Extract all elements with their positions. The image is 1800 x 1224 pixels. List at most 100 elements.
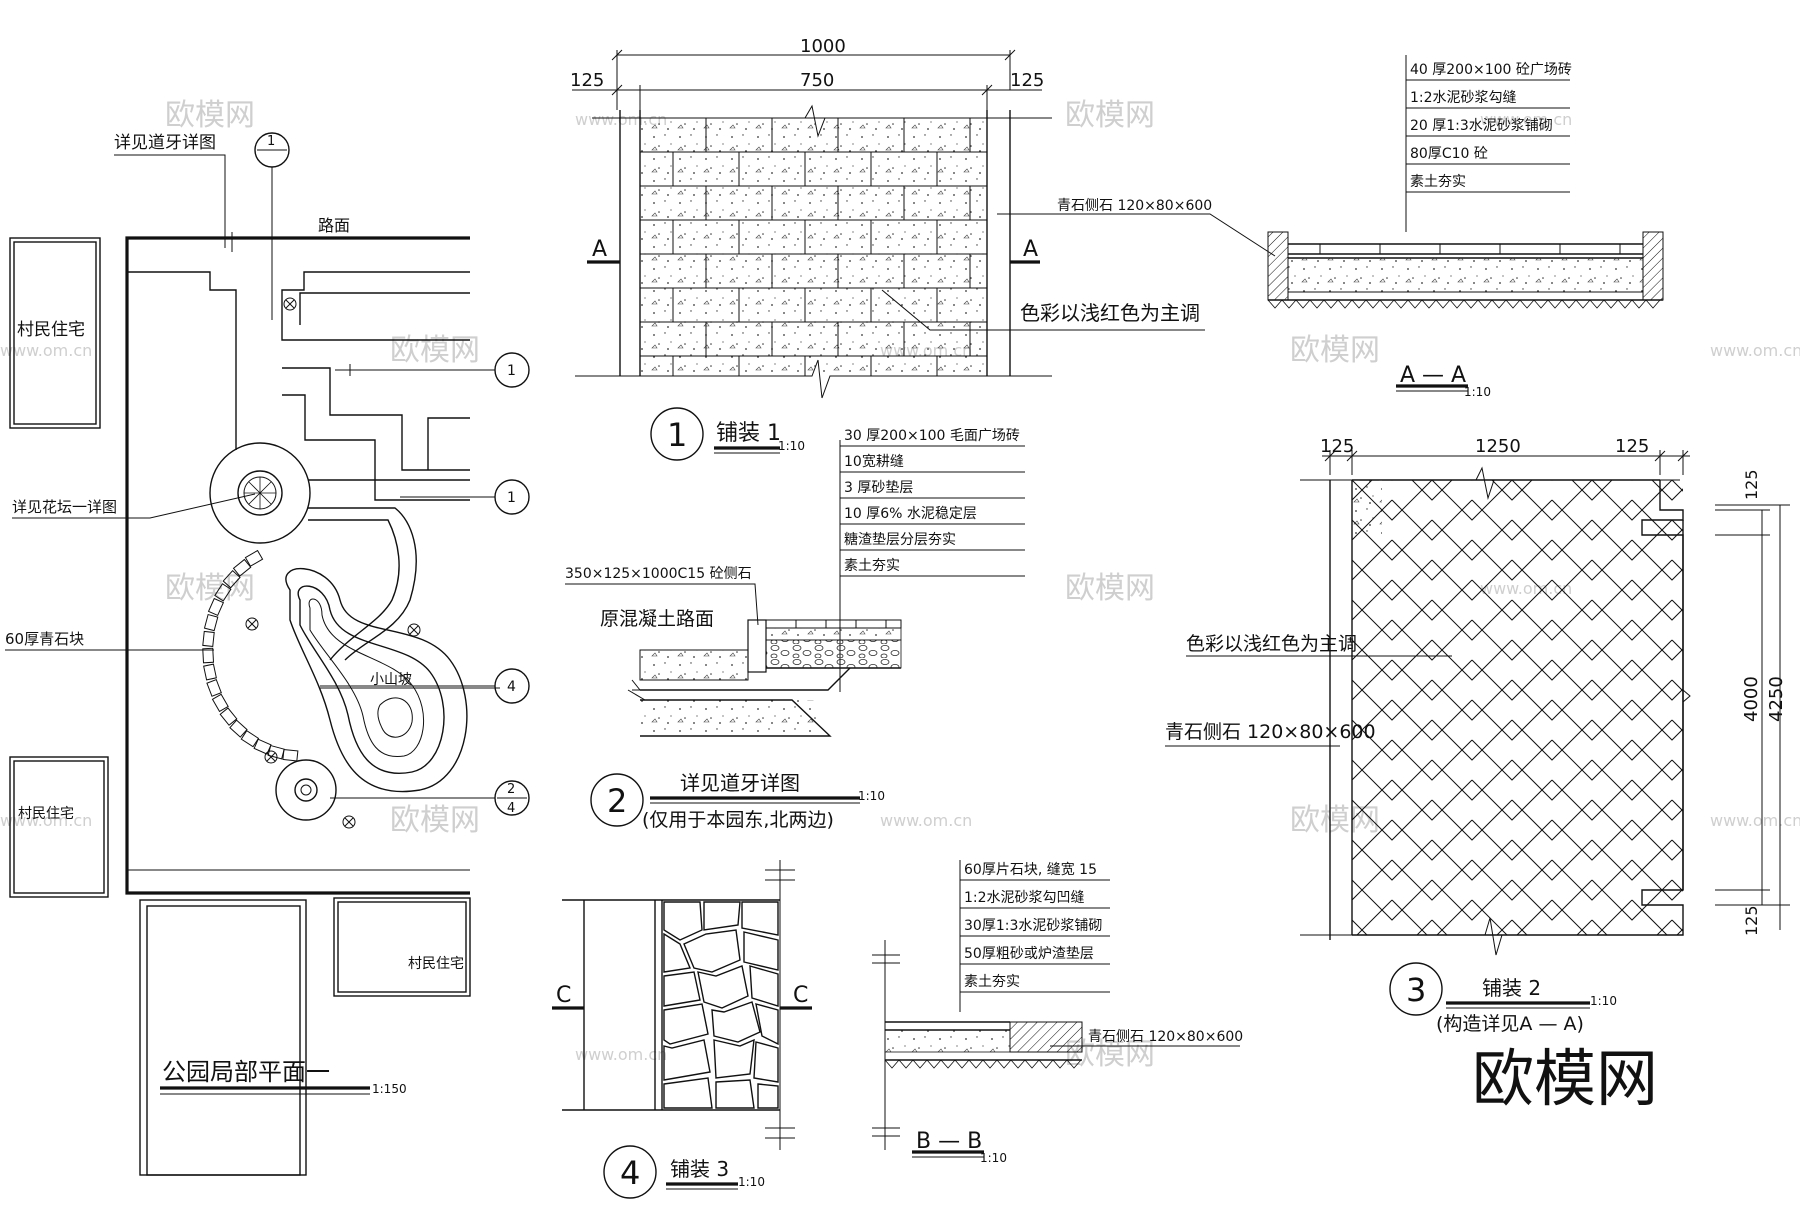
herringbone-joint: [1671, 480, 1683, 492]
herringbone-joint: [1232, 1060, 1312, 1100]
herringbone-joint: [992, 260, 1072, 300]
herringbone-joint: [1752, 1000, 1800, 1040]
callout-number: 2: [507, 782, 515, 797]
flowerbed-outer: [209, 442, 311, 544]
herringbone-joint: [1112, 520, 1192, 560]
herringbone-joint: [1032, 760, 1112, 800]
herringbone-joint: [1431, 759, 1513, 801]
herringbone-joint: [1551, 739, 1633, 781]
section-title: B — B: [916, 1129, 982, 1154]
detail-scale: 1:10: [1590, 994, 1617, 1008]
herringbone-joint: [1471, 539, 1553, 581]
herringbone-joint: [1591, 679, 1673, 721]
flowerbed-reference-label: 详见花坛一详图: [12, 498, 117, 516]
herringbone-joint: [1512, 160, 1592, 200]
herringbone-joint: [1591, 759, 1673, 801]
site-plan: 村民住宅 村民住宅 村民住宅: [5, 132, 530, 1176]
stone-slab: [715, 1079, 755, 1109]
herringbone-joint: [1192, 520, 1272, 560]
herringbone-joint: [1152, 420, 1232, 460]
stepping-stone: [240, 730, 260, 748]
stone-slab: [663, 971, 701, 1007]
herringbone-joint: [1632, 180, 1712, 220]
herringbone-joint: [1792, 300, 1800, 340]
stepping-stone: [202, 630, 215, 647]
soil-hatch: [996, 1059, 1012, 1069]
herringbone-joint: [1712, 140, 1792, 180]
layer-label: 素土夯实: [964, 974, 1020, 990]
herringbone-joint: [1431, 480, 1513, 521]
building-outline: [139, 899, 307, 1176]
herringbone-joint: [1752, 640, 1800, 680]
herringbone-joint: [1591, 599, 1673, 641]
paving-detail-1: 1000 125 750 125 A A 青石侧石 120×80×600 色彩以…: [570, 36, 1276, 461]
herringbone-joint: [1192, 960, 1272, 1000]
detail-subtitle: (仅用于本园东,北两边): [642, 809, 834, 831]
stepping-stone: [203, 663, 217, 681]
soil-hatch: [1010, 1059, 1026, 1069]
dimension-label: 4000: [1741, 676, 1762, 722]
stone-slab: [703, 901, 741, 931]
soil-hatch: [1477, 299, 1493, 309]
herringbone-joint: [1352, 480, 1433, 521]
herringbone-joint: [1431, 559, 1513, 601]
section-mark: A: [1023, 237, 1038, 262]
layer-label: 1:2水泥砂浆勾缝: [1410, 90, 1517, 106]
herringbone-joint: [1112, 320, 1192, 360]
herringbone-joint: [1431, 799, 1513, 841]
callout-number: 4: [507, 679, 516, 695]
herringbone-joint: [1511, 519, 1593, 561]
residence-label: 村民住宅: [408, 956, 464, 972]
herringbone-joint: [1352, 880, 1353, 881]
herringbone-joint: [1112, 680, 1192, 720]
herringbone-joint: [1471, 579, 1553, 621]
herringbone-joint: [1352, 859, 1393, 901]
herringbone-joint: [1511, 919, 1593, 935]
stepping-stone: [207, 597, 225, 617]
herringbone-joint: [1792, 980, 1800, 1020]
path-outline: [282, 367, 470, 471]
soil-hatch: [1066, 1059, 1082, 1069]
herringbone-joint: [1152, 780, 1232, 820]
detail-scale: 1:10: [738, 1175, 765, 1189]
herringbone-joint: [1152, 100, 1232, 140]
section-callouts: 1 1 4 2 4: [320, 352, 530, 816]
herringbone-joint: [1431, 919, 1513, 935]
herringbone-joint: [1352, 560, 1353, 561]
detail-subtitle: (构造详见A — A): [1436, 1013, 1584, 1035]
herringbone-joint: [1352, 659, 1393, 701]
herringbone-joint: [1232, 1020, 1312, 1060]
stone-slab: [697, 965, 749, 1009]
herringbone-joint: [1032, 520, 1112, 560]
herringbone-joint: [1792, 180, 1800, 220]
herringbone-joint: [1551, 539, 1633, 581]
herringbone-joint: [1392, 420, 1472, 460]
herringbone-joint: [1152, 980, 1232, 1020]
bluestone-label: 60厚青石块: [5, 630, 84, 648]
herringbone-joint: [1752, 200, 1800, 240]
herringbone-joint: [1471, 619, 1553, 661]
herringbone-joint: [1352, 919, 1433, 935]
residence-label: 村民住宅: [18, 806, 74, 822]
stone-slab: [683, 929, 741, 973]
herringbone-joint: [1471, 899, 1553, 935]
stone-slab: [663, 1039, 711, 1081]
herringbone-joint: [1312, 1020, 1392, 1060]
herringbone-joint: [1591, 919, 1673, 935]
curb-label: 青石侧石 120×80×600: [1057, 198, 1212, 214]
herringbone-joint: [1511, 599, 1593, 641]
soil-hatch: [1547, 299, 1563, 309]
herringbone-joint: [1631, 579, 1683, 621]
color-note: 色彩以浅红色为主调: [1186, 633, 1357, 655]
hill-contour: [297, 585, 445, 774]
herringbone-joint: [1112, 880, 1192, 920]
soil-hatch: [1533, 299, 1549, 309]
soil-hatch: [954, 1059, 970, 1069]
herringbone-joint: [1552, 300, 1632, 340]
herringbone-joint: [1032, 680, 1112, 720]
herringbone-joint: [1752, 760, 1800, 800]
herringbone-joint: [1672, 440, 1752, 480]
herringbone-joint: [1192, 680, 1272, 720]
